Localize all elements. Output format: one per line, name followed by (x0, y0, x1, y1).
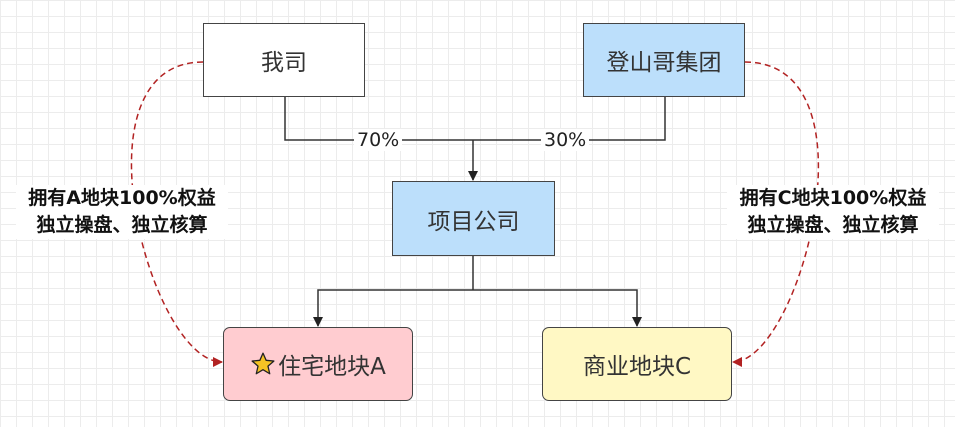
edge-label-group-share: 30% (541, 129, 590, 151)
node-residential-plot[interactable]: 住宅地块A (223, 327, 413, 401)
edge-project-to-commercial (473, 289, 642, 327)
edge-our-company-to-project (284, 97, 473, 141)
annotation-right-line2: 独立操盘、独立核算 (747, 214, 919, 236)
annotation-right-line1: 拥有C地块100%权益 (739, 187, 927, 209)
node-our-company-label: 我司 (261, 50, 307, 76)
node-project-company-label: 项目公司 (427, 208, 520, 235)
edge-label-our-share: 70% (354, 129, 403, 151)
node-commercial-plot-label: 商业地块C (582, 354, 692, 380)
annotation-left: 拥有A地块100%权益 独立操盘、独立核算 (16, 185, 228, 239)
node-our-company[interactable]: 我司 (203, 23, 365, 97)
star-icon (251, 352, 275, 375)
node-project-company[interactable]: 项目公司 (392, 181, 555, 256)
node-residential-plot-label: 住宅地块A (278, 354, 386, 380)
edge-group-to-project (473, 97, 666, 141)
annotation-left-line1: 拥有A地块100%权益 (28, 187, 216, 209)
node-dengshange-group-label: 登山哥集团 (606, 50, 722, 76)
node-commercial-plot[interactable]: 商业地块C (542, 327, 732, 401)
annotation-right: 拥有C地块100%权益 独立操盘、独立核算 (727, 185, 939, 239)
annotation-left-line2: 独立操盘、独立核算 (36, 214, 208, 236)
edge-project-to-residential (313, 289, 473, 327)
node-dengshange-group[interactable]: 登山哥集团 (583, 23, 745, 97)
